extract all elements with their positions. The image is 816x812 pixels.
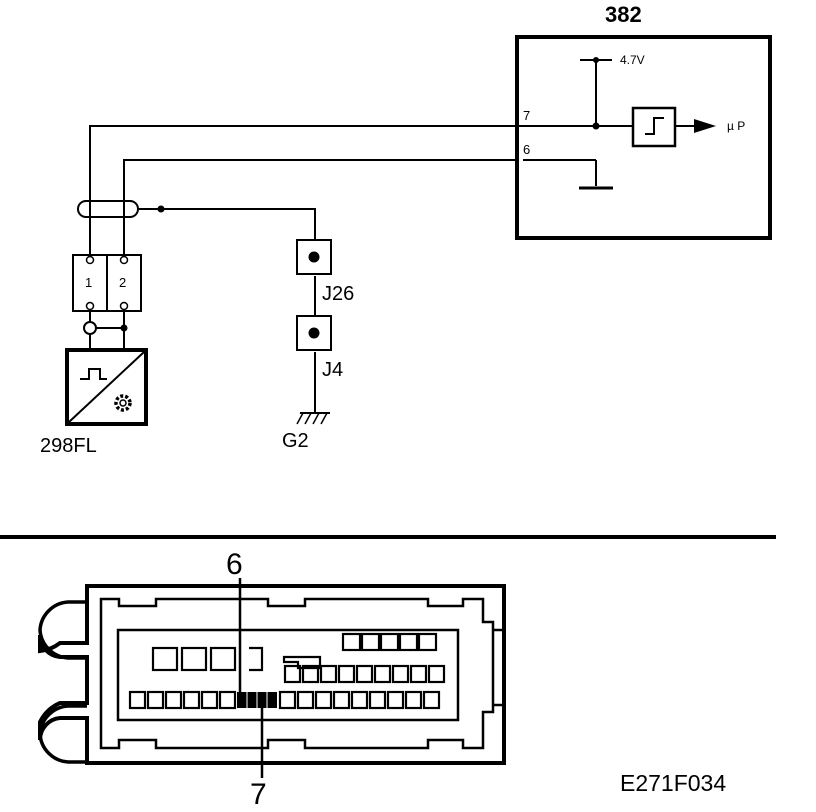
connector-j26: J26 (296, 239, 354, 305)
voltage-label: 4.7V (620, 53, 645, 67)
ground-label: G2 (282, 430, 309, 452)
pin-7-label: 7 (523, 108, 530, 123)
connector-j4-label: J4 (322, 359, 343, 381)
module-connector-face (37, 584, 506, 765)
control-module-382: 382 4.7V µ P 7 6 (515, 2, 772, 240)
schmitt-trigger-icon (645, 117, 664, 135)
connector-cavities-middle (283, 664, 446, 684)
wires (77, 125, 633, 412)
sensor-label: 298FL (40, 435, 97, 457)
ground-g2: G2 (282, 412, 330, 452)
sensor-pin-2-label: 2 (119, 275, 126, 290)
connector-pin-bottom-label: 7 (250, 778, 267, 811)
gear-icon (114, 394, 132, 412)
output-label: µ P (727, 119, 745, 133)
connector-cavities-bottom (128, 690, 441, 710)
connector-cavities-top (151, 632, 438, 672)
pulse-signal-icon (80, 368, 107, 380)
figure-code: E271F034 (620, 770, 726, 796)
sensor-connector: 1 2 (72, 254, 142, 312)
connector-j4: J4 (296, 315, 343, 381)
connector-pin-top-label: 6 (226, 548, 243, 581)
arrow-right-icon (694, 119, 716, 133)
wheel-speed-sensor-298fl: 298FL (40, 348, 148, 457)
module-label: 382 (605, 2, 642, 27)
highlighted-pins-6-7 (237, 692, 277, 708)
pin-6-label: 6 (523, 142, 530, 157)
connector-j26-label: J26 (322, 283, 354, 305)
sensor-pin-1-label: 1 (85, 275, 92, 290)
